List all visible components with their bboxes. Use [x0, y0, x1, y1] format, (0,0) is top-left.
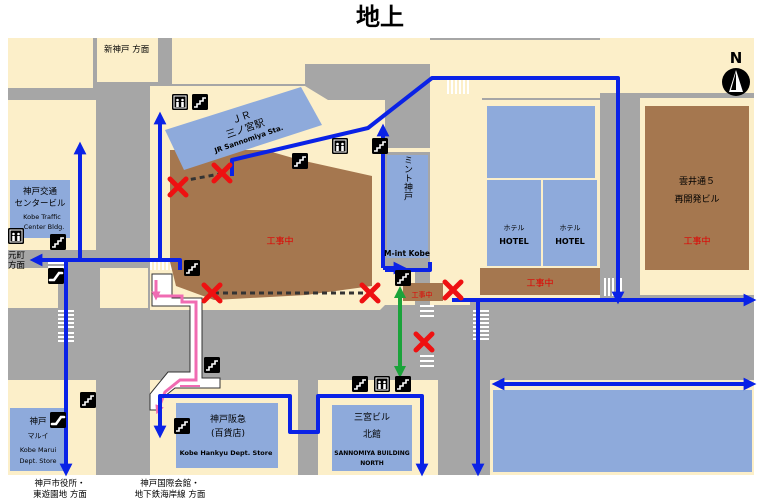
direction-city-hall-2: 東遊園地 方面	[33, 489, 87, 500]
stairs-icon	[191, 93, 209, 111]
sannomiya-bldg-label-en1: SANNOMIYA BUILDING	[334, 450, 410, 457]
stairs-icon	[173, 417, 191, 435]
direction-kokusai-2: 地下鉄海岸線 方面	[135, 489, 206, 500]
direction-city-hall: 神戸市役所・	[34, 478, 85, 489]
construction-area-mint	[403, 283, 443, 301]
mint-label-en: M-int Kobe	[384, 249, 430, 258]
kumoi-label-1: 雲井通５	[679, 175, 715, 187]
kumoi-label-2: 再開発ビル	[674, 193, 719, 205]
page-title: 地上	[356, 3, 404, 31]
stairs-icon	[394, 269, 412, 287]
stairs-icon	[351, 375, 369, 393]
hankyu-label-en: Kobe Hankyu Dept. Store	[180, 449, 273, 457]
construction-area-kumoi	[645, 106, 749, 270]
stairs-icon	[79, 391, 97, 409]
stairs-icon	[291, 152, 309, 170]
marui-label-2: マルイ	[28, 432, 49, 440]
direction-kokusai: 神戸国際会館・	[140, 478, 200, 489]
stairs-icon	[371, 137, 389, 155]
kotsu-label-en2: Center Bldg.	[24, 223, 65, 231]
hankyu-label-2: (百貨店)	[211, 427, 245, 439]
hotel-right-jp: ホテル	[560, 224, 581, 232]
hotel-left-jp: ホテル	[504, 224, 525, 232]
marui-label-en1: Kobe Marui	[20, 446, 56, 454]
elevator-icon	[373, 375, 391, 393]
construction-label-mint: 工事中	[412, 290, 433, 299]
sannomiya-bldg-label-1: 三宮ビル	[354, 411, 390, 423]
marui-label-en2: Dept. Store	[20, 457, 57, 465]
pink-route	[156, 280, 198, 410]
kotsu-label-2: センタービル	[14, 199, 66, 209]
hankyu-label-1: 神戸阪急	[210, 413, 246, 425]
stairs-icon	[394, 375, 412, 393]
sannomiya-bldg-label-en2: NORTH	[360, 460, 384, 467]
hotel-left-en: HOTEL	[499, 237, 529, 246]
sannomiya-bldg-label-2: 北館	[363, 428, 381, 440]
elevator-icon	[171, 93, 189, 111]
direction-motomachi: 元町	[8, 251, 26, 261]
compass-icon	[722, 68, 750, 96]
mint-label: ミント神戸	[402, 156, 413, 202]
construction-area-main	[170, 150, 372, 300]
construction-label-kumoi: 工事中	[683, 235, 710, 247]
stairs-icon	[49, 233, 67, 251]
marui-label-1: 神戸	[29, 416, 46, 427]
construction-label-main: 工事中	[266, 235, 293, 247]
compass-label: N	[730, 49, 743, 67]
direction-motomachi-2: 方面	[8, 260, 26, 271]
kotsu-label-en1: Kobe Traffic	[23, 213, 61, 221]
kotsu-label-1: 神戸交通	[23, 186, 58, 197]
escalator-icon	[48, 410, 68, 430]
direction-shin-kobe: 新神戸 方面	[104, 44, 150, 55]
escalator-icon	[46, 266, 66, 286]
stairs-icon	[183, 259, 201, 277]
construction-label-hotel: 工事中	[526, 277, 553, 289]
elevator-icon	[7, 227, 25, 245]
hotel-right-en: HOTEL	[555, 237, 585, 246]
elevator-icon	[331, 137, 349, 155]
construction-area-hotel	[480, 268, 600, 295]
stairs-icon	[203, 356, 221, 374]
